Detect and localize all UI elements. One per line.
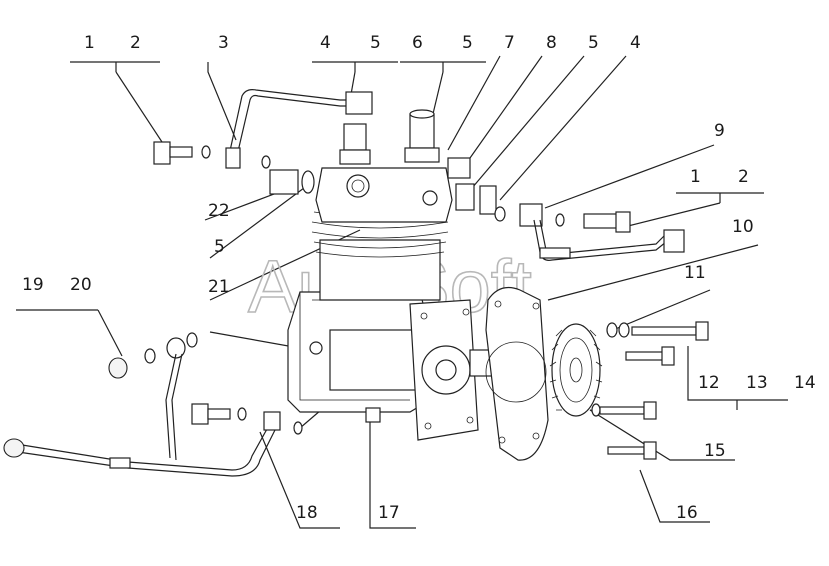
callout-1b: 1: [690, 167, 701, 187]
callout-21: 21: [208, 277, 230, 297]
callout-5d: 5: [214, 237, 225, 257]
callout-1: 1: [84, 33, 95, 53]
callout-6: 6: [412, 33, 423, 53]
callout-10: 10: [732, 217, 754, 237]
callout-8: 8: [546, 33, 557, 53]
callout-4: 4: [320, 33, 331, 53]
callout-3: 3: [218, 33, 229, 53]
callout-17: 17: [378, 503, 400, 523]
pipes: [3, 89, 685, 477]
callout-15: 15: [704, 441, 726, 461]
callout-16: 16: [676, 503, 698, 523]
callout-11: 11: [684, 263, 706, 283]
callout-5: 5: [370, 33, 381, 53]
callout-22: 22: [208, 201, 230, 221]
callout-5b: 5: [462, 33, 473, 53]
callout-2: 2: [130, 33, 141, 53]
callout-18: 18: [296, 503, 318, 523]
callout-13: 13: [746, 373, 768, 393]
callout-9: 9: [714, 121, 725, 141]
callout-12: 12: [698, 373, 720, 393]
fittings: [108, 157, 631, 379]
callout-7: 7: [504, 33, 515, 53]
callout-20: 20: [70, 275, 92, 295]
callout-2b: 2: [738, 167, 749, 187]
callout-labels: 1 2 3 4 5 6 5 7 8 5 4 9 1 2 10 22 5 21 1…: [22, 33, 816, 523]
bolts: [153, 141, 709, 460]
callout-14: 14: [794, 373, 816, 393]
callout-4b: 4: [630, 33, 641, 53]
callout-5c: 5: [588, 33, 599, 53]
gasket: [485, 287, 549, 461]
compressor-assembly: [287, 109, 493, 441]
drive-gear: [549, 323, 603, 417]
callout-19: 19: [22, 275, 44, 295]
